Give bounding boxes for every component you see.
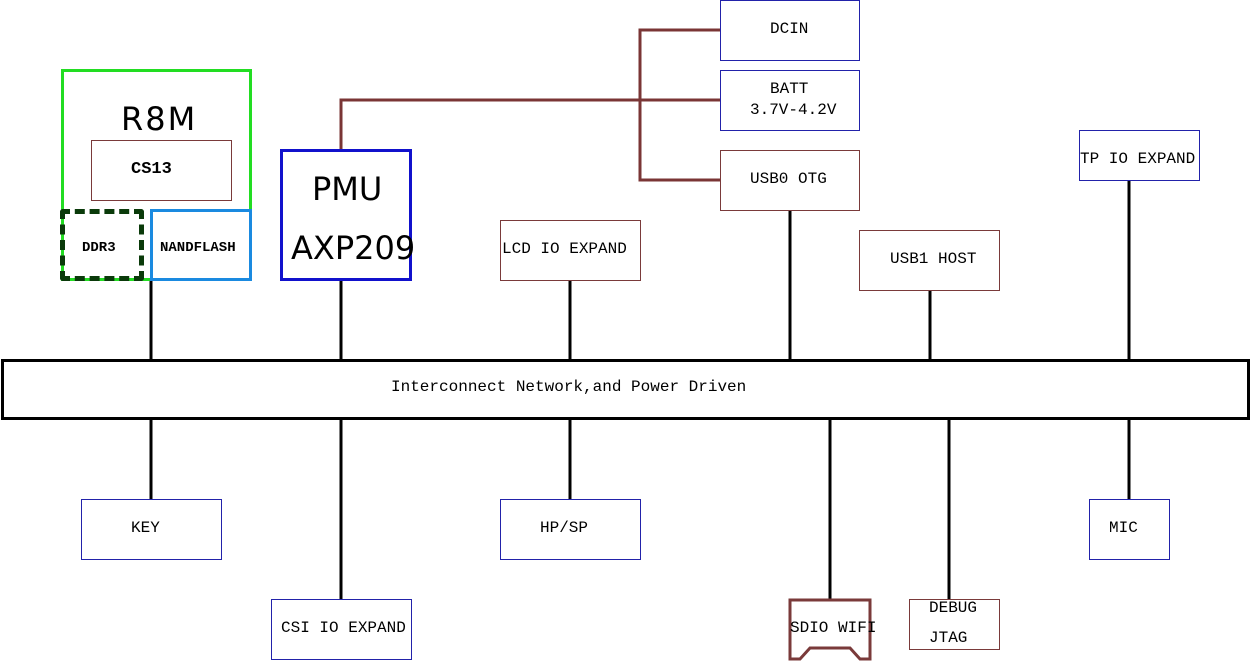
debug-jtag-box (909, 599, 1000, 650)
hp-sp-box (500, 499, 641, 560)
cs13-core-box (91, 140, 232, 201)
interconnect-bus (1, 359, 1250, 420)
sdio-wifi-label: SDIO WIFI (790, 619, 877, 637)
nandflash-label: NANDFLASH (160, 240, 236, 256)
ddr3-label: DDR3 (82, 240, 116, 256)
cs13-label: CS13 (131, 160, 172, 179)
dcin-box (720, 0, 860, 61)
lcd-io-expand-box (500, 220, 641, 281)
batt-label-line1: BATT (770, 80, 809, 98)
dcin-label: DCIN (770, 20, 809, 38)
pmu-model: AXP209 (291, 229, 416, 267)
batt-label-line2: 3.7V-4.2V (750, 101, 837, 119)
lcd-io-expand-label: LCD IO EXPAND (502, 240, 627, 258)
usb0-otg-box (720, 150, 860, 211)
power-line-batt-pmu (339, 98, 720, 150)
batt-box (720, 70, 860, 131)
key-label: KEY (131, 519, 160, 537)
r8m-title: R8M (121, 100, 198, 138)
key-box (81, 499, 222, 560)
usb1-host-box (859, 230, 1000, 291)
tp-io-expand-box (1079, 130, 1200, 181)
hp-sp-label: HP/SP (540, 519, 589, 537)
usb0-otg-label: USB0 OTG (750, 170, 827, 188)
power-line-dcin (638, 28, 720, 182)
mic-label: MIC (1109, 519, 1138, 537)
pmu-block (280, 149, 412, 281)
interconnect-bus-label: Interconnect Network,and Power Driven (391, 378, 747, 396)
csi-io-expand-label: CSI IO EXPAND (281, 619, 406, 637)
mic-box (1089, 499, 1170, 560)
sdio-wifi-card-outline (788, 598, 872, 661)
nandflash-box (150, 209, 252, 281)
tp-io-expand-label: TP IO EXPAND (1080, 150, 1196, 168)
usb1-host-label: USB1 HOST (890, 250, 977, 268)
ddr3-box (60, 209, 144, 281)
csi-io-expand-box (271, 599, 412, 660)
pmu-title: PMU (312, 170, 383, 208)
debug-label: DEBUG (929, 599, 978, 617)
jtag-label: JTAG (929, 629, 968, 647)
